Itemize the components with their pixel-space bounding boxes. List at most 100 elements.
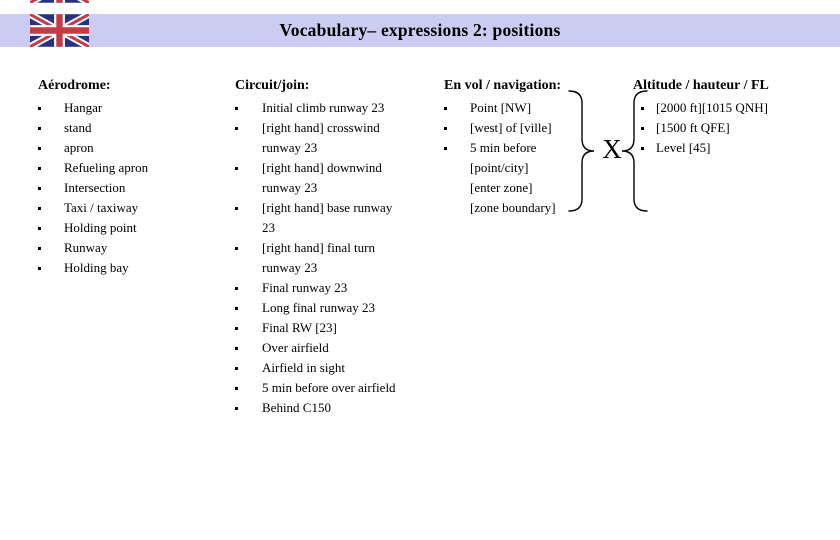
list-item-text: [2000 ft][1015 QNH]	[656, 98, 768, 118]
list-item-text: Refueling apron	[64, 158, 148, 178]
list-item: [1500 ft QFE]	[633, 118, 818, 138]
list-item-line: Behind C150	[262, 400, 331, 415]
list-item-line: Long final runway 23	[262, 300, 376, 315]
square-bullet-icon	[235, 398, 262, 410]
list-item-line: [right hand] final turn	[262, 240, 375, 255]
list-item: Refueling apron	[38, 158, 228, 178]
square-bullet-icon	[235, 318, 262, 330]
list-item-line: Airfield in sight	[262, 360, 346, 375]
square-bullet-icon	[444, 118, 470, 130]
square-bullet-icon	[38, 138, 64, 150]
square-bullet-icon	[235, 298, 262, 310]
list-item-line: Taxi / taxiway	[64, 200, 139, 215]
square-bullet-icon	[235, 358, 262, 370]
square-bullet-icon	[444, 98, 470, 110]
list-item-line: [1500 ft QFE]	[656, 120, 730, 135]
square-bullet-icon	[38, 238, 64, 250]
square-bullet-icon	[235, 198, 262, 210]
list-item-text: 5 min before over airfield	[262, 378, 396, 398]
list-item-line: Holding point	[64, 220, 137, 235]
square-bullet-icon	[235, 238, 262, 250]
list-item-text: Intersection	[64, 178, 125, 198]
list-item: Behind C150	[235, 398, 420, 418]
list-item-text: Final RW [23]	[262, 318, 337, 338]
list-item-line: Point [NW]	[470, 100, 532, 115]
list-item-line: Final RW [23]	[262, 320, 337, 335]
list-item-line: 5 min before over airfield	[262, 380, 396, 395]
uk-flag-icon	[30, 14, 89, 47]
list-item-text: Holding bay	[64, 258, 129, 278]
square-bullet-icon	[38, 198, 64, 210]
list-item: Holding bay	[38, 258, 228, 278]
list-item: Intersection	[38, 178, 228, 198]
list-item-text: Holding point	[64, 218, 137, 238]
uk-flag-cropped-icon	[30, 0, 89, 3]
list-item: Final runway 23	[235, 278, 420, 298]
list-item: [right hand] base runway 23	[235, 198, 420, 238]
list-item-text: [west] of [ville]	[470, 118, 552, 138]
list-item-text: Over airfield	[262, 338, 329, 358]
list-item: Initial climb runway 23	[235, 98, 420, 118]
list-item-line: apron	[64, 140, 94, 155]
list-item-text: Behind C150	[262, 398, 331, 418]
list-item-text: Runway	[64, 238, 107, 258]
list-item: Holding point	[38, 218, 228, 238]
list-item: [west] of [ville]	[444, 118, 604, 138]
list-item-line: 5 min before	[470, 140, 537, 155]
list-item: stand	[38, 118, 228, 138]
left-curly-brace-icon	[566, 89, 596, 213]
column-heading: Altitude / hauteur / FL	[633, 78, 769, 93]
list-item-text: stand	[64, 118, 91, 138]
list-item-text: apron	[64, 138, 94, 158]
list-item-line: Over airfield	[262, 340, 329, 355]
list-item-line: runway 23	[262, 140, 318, 155]
list-item-line: [right hand] base runway	[262, 200, 393, 215]
list-item-text: Final runway 23	[262, 278, 347, 298]
list-item-line: stand	[64, 120, 92, 135]
list-item-text: Level [45]	[656, 138, 711, 158]
bullet-list: Point [NW] [west] of [ville] 5 min before […	[444, 98, 604, 218]
square-bullet-icon	[235, 158, 262, 170]
list-item-line: runway 23	[262, 180, 318, 195]
list-item: Runway	[38, 238, 228, 258]
list-item: Hangar	[38, 98, 228, 118]
list-item-text: Initial climb runway 23	[262, 98, 384, 118]
list-item: 5 min before[point/city][enter zone][zon…	[444, 138, 604, 218]
square-bullet-icon	[38, 98, 64, 110]
square-bullet-icon	[38, 178, 64, 190]
list-item: Level [45]	[633, 138, 818, 158]
list-item: Final RW [23]	[235, 318, 420, 338]
list-item: [2000 ft][1015 QNH]	[633, 98, 818, 118]
slide-title: Vocabulary– expressions 2: positions	[279, 20, 561, 40]
list-item-line: 23	[262, 220, 275, 235]
square-bullet-icon	[38, 218, 64, 230]
title-bar: Vocabulary– expressions 2: positions	[0, 14, 840, 47]
right-curly-brace-icon	[620, 89, 650, 213]
square-bullet-icon	[444, 138, 470, 150]
list-item-line: Initial climb runway 23	[262, 100, 385, 115]
list-item-text: [right hand] base runway 23	[262, 198, 392, 238]
column-en-vol-navigation: En vol / navigation: Point [NW][west] of…	[444, 76, 604, 218]
list-item-line: Level [45]	[656, 140, 711, 155]
list-item-line: Intersection	[64, 180, 126, 195]
list-item: 5 min before over airfield	[235, 378, 420, 398]
column-circuit-join: Circuit/join: Initial climb runway 23[ri…	[235, 76, 420, 418]
square-bullet-icon	[235, 278, 262, 290]
list-item-text: Airfield in sight	[262, 358, 345, 378]
square-bullet-icon	[38, 258, 64, 270]
list-item: Taxi / taxiway	[38, 198, 228, 218]
list-item-line: Runway	[64, 240, 108, 255]
list-item-line: [zone boundary]	[470, 200, 556, 215]
bullet-list: Initial climb runway 23 [right hand] cros…	[235, 98, 420, 418]
list-item-line: [point/city]	[470, 160, 529, 175]
square-bullet-icon	[235, 338, 262, 350]
column-heading: Aérodrome:	[38, 78, 111, 93]
list-item-text: [1500 ft QFE]	[656, 118, 730, 138]
